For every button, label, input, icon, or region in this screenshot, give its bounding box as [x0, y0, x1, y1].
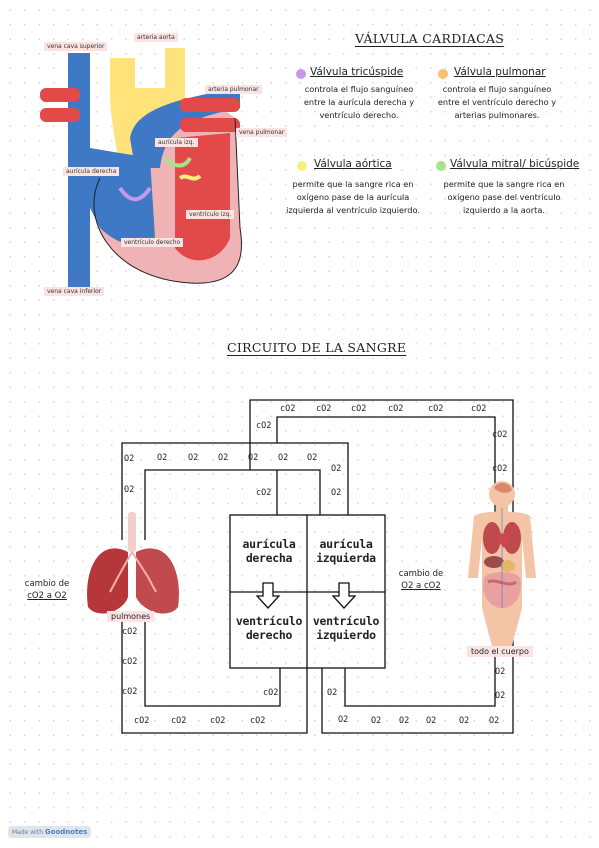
gas-label: O2 [489, 716, 500, 726]
gas-label: O2 [331, 464, 342, 474]
arrow-down-icon [331, 582, 357, 609]
valve-name: Válvula tricúspide [310, 66, 404, 78]
label-arteria-pulmonar: arteria pulmonar [205, 85, 262, 94]
circuit-title: CIRCUITO DE LA SANGRE [227, 340, 407, 355]
valve-pulmonar: Válvula pulmonar controla el flujo sangu… [432, 66, 562, 126]
gas-label: O2 [157, 453, 168, 463]
gas-label: O2 [327, 688, 338, 698]
valve-aortica: Válvula aórtica permite que la sangre ri… [283, 158, 423, 218]
gas-label: O2 [218, 453, 229, 463]
label-auricula-derecha: aurícula derecha [63, 167, 120, 176]
label-vena-cava-superior: vena cava superior [44, 42, 108, 51]
valve-name: Válvula aórtica [314, 158, 392, 170]
body-illustration [452, 478, 552, 650]
label-vena-pulmonar: vena pulmonar [236, 128, 288, 137]
left-exchange-label: cambio de cO2 a O2 [18, 578, 76, 602]
gas-label: O2 [188, 453, 199, 463]
gas-label: cO2 [250, 716, 266, 726]
gas-label: cO2 [263, 688, 279, 698]
gas-label: O2 [426, 716, 437, 726]
lungs-illustration [78, 512, 188, 626]
gas-label: cO2 [122, 687, 138, 697]
badge-brand: Goodnotes [44, 828, 88, 836]
left-exchange-line2: cO2 a O2 [27, 591, 67, 601]
label-arteria-aorta: arteria aorta [134, 33, 178, 42]
valve-color-dot [436, 161, 446, 171]
label-auricula-izq: aurícula izq. [155, 138, 198, 147]
valve-desc: permite que la sangre rica en oxígeno pa… [286, 179, 420, 215]
valve-desc: controla el flujo sanguíneo entre la aur… [303, 84, 415, 120]
valve-name: Válvula pulmonar [454, 66, 546, 78]
gas-label: cO2 [122, 657, 138, 667]
valve-tricuspide: Válvula tricúspide controla el flujo san… [294, 66, 424, 126]
box-auricula-izquierda: aurícula izquierda [316, 537, 376, 565]
gas-label: O2 [307, 453, 318, 463]
gas-label: cO2 [134, 716, 150, 726]
valve-desc: permite que la sangre rica en oxígeno pa… [443, 179, 565, 215]
left-exchange-line1: cambio de [24, 579, 70, 589]
box-auricula-derecha: aurícula derecha [242, 537, 296, 565]
right-exchange-label: cambio de O2 a cO2 [392, 568, 450, 592]
right-exchange-line2: O2 a cO2 [401, 581, 441, 591]
right-exchange-line1: cambio de [398, 569, 444, 579]
valve-color-dot [438, 69, 448, 79]
valve-color-dot [297, 161, 307, 171]
goodnotes-badge: Made with Goodnotes [8, 826, 92, 838]
gas-label: O2 [338, 715, 349, 725]
gas-label: cO2 [492, 430, 508, 440]
valve-name: Válvula mitral/ bicúspide [450, 158, 580, 170]
gas-label: O2 [248, 453, 259, 463]
gas-label: cO2 [471, 404, 487, 414]
label-vena-cava-inferior: vena cava inferior [44, 287, 105, 296]
gas-label: cO2 [122, 627, 138, 637]
gas-label: cO2 [316, 404, 332, 414]
gas-label: O2 [331, 488, 342, 498]
box-ventriculo-derecho: ventrículo derecho [235, 614, 303, 642]
box-ventriculo-izquierdo: ventrículo izquierdo [312, 614, 380, 642]
valve-mitral: Válvula mitral/ bicúspide permite que la… [434, 158, 579, 218]
gas-label: cO2 [351, 404, 367, 414]
gas-label: cO2 [388, 404, 404, 414]
gas-label: cO2 [492, 464, 508, 474]
valves-title: VÁLVULA CARDIACAS [355, 31, 505, 46]
arrow-down-icon [255, 582, 281, 609]
gas-label: O2 [124, 454, 135, 464]
gas-label: O2 [124, 485, 135, 495]
valve-color-dot [296, 69, 306, 79]
gas-label: O2 [495, 667, 506, 677]
gas-label: cO2 [256, 488, 272, 498]
gas-label: cO2 [428, 404, 444, 414]
gas-label: O2 [278, 453, 289, 463]
label-pulmones: pulmones [107, 611, 155, 622]
label-ventriculo-derecho: ventrículo derecho [121, 238, 184, 247]
gas-label: cO2 [210, 716, 226, 726]
label-ventriculo-izq: ventrículo izq. [186, 210, 235, 219]
label-todo-el-cuerpo: todo el cuerpo [467, 646, 533, 657]
gas-label: cO2 [256, 421, 272, 431]
valve-desc: controla el flujo sanguíneo entre el ven… [437, 84, 557, 120]
gas-label: O2 [399, 716, 410, 726]
lungs-icon [87, 512, 179, 614]
gas-label: O2 [371, 716, 382, 726]
gas-label: O2 [495, 691, 506, 701]
body-icon [468, 481, 536, 646]
gas-label: cO2 [171, 716, 187, 726]
gas-label: cO2 [280, 404, 296, 414]
gas-label: O2 [459, 716, 470, 726]
badge-made-with: Made with [12, 829, 43, 836]
